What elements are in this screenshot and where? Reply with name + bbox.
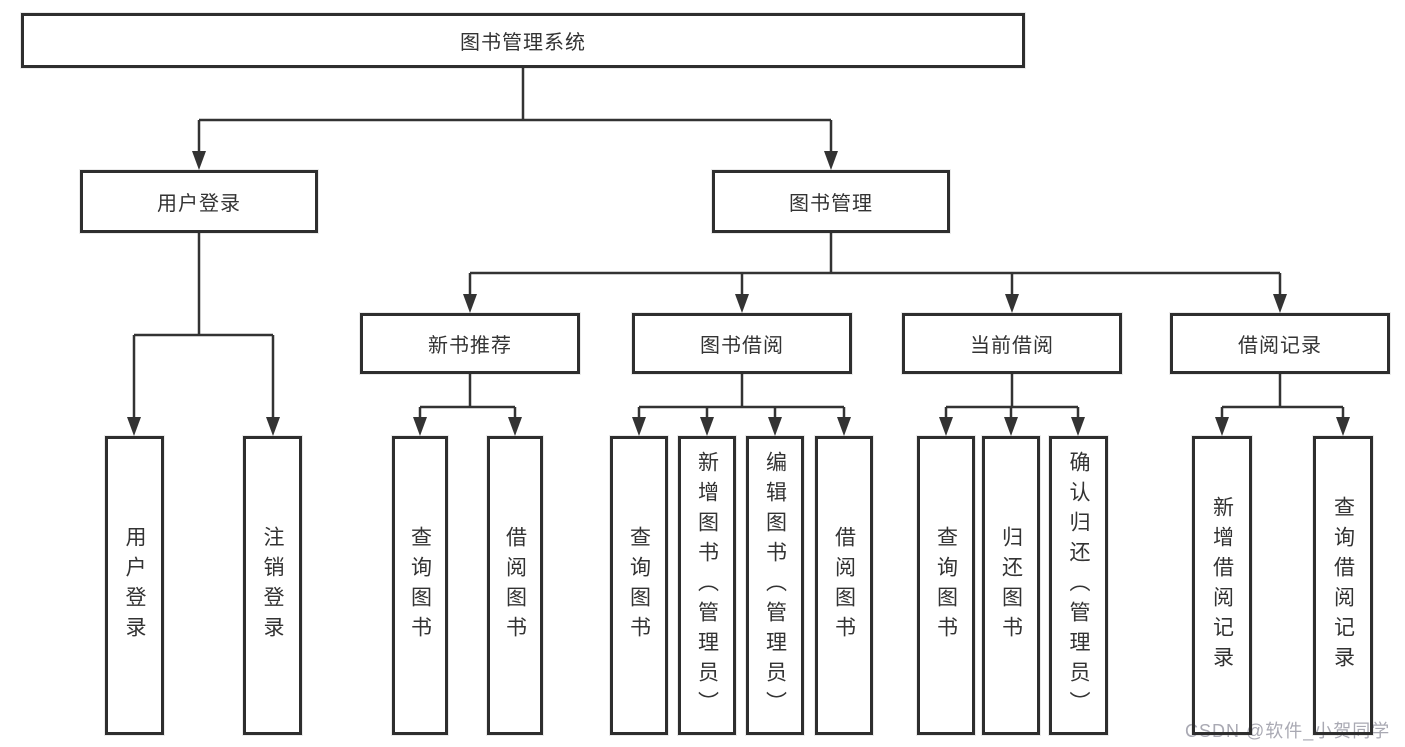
leaf-return-book: 归还图书 — [982, 436, 1040, 735]
leaf-logout: 注销登录 — [243, 436, 302, 735]
node-current-borrow-label: 当前借阅 — [970, 335, 1054, 357]
leaf-add-book-admin: 新增图书（管理员） — [678, 436, 736, 735]
leaf-add-book-admin-label: 新增图书（管理员） — [695, 450, 719, 721]
node-current-borrow: 当前借阅 — [902, 313, 1122, 374]
node-borrow-records: 借阅记录 — [1170, 313, 1390, 374]
leaf-query-books-2-label: 查询图书 — [627, 525, 651, 646]
leaf-return-book-label: 归还图书 — [999, 525, 1023, 646]
node-new-book-recommend: 新书推荐 — [360, 313, 580, 374]
node-user-login-branch: 用户登录 — [80, 170, 318, 233]
leaf-confirm-return-admin-label: 确认归还（管理员） — [1067, 450, 1090, 721]
leaf-user-login: 用户登录 — [105, 436, 164, 735]
leaf-edit-book-admin: 编辑图书（管理员） — [746, 436, 804, 735]
node-user-login-branch-label: 用户登录 — [157, 193, 241, 215]
leaf-add-borrow-record: 新增借阅记录 — [1192, 436, 1252, 735]
node-book-management-branch: 图书管理 — [712, 170, 950, 233]
leaf-query-books-1: 查询图书 — [392, 436, 448, 735]
leaf-query-books-2: 查询图书 — [610, 436, 668, 735]
csdn-watermark: CSDN @软件_小贺同学 — [1185, 721, 1391, 741]
leaf-query-books-3-label: 查询图书 — [934, 525, 958, 646]
node-root-label: 图书管理系统 — [460, 32, 586, 54]
leaf-borrow-books-1-label: 借阅图书 — [503, 525, 527, 646]
node-book-management-branch-label: 图书管理 — [789, 193, 873, 215]
leaf-edit-book-admin-label: 编辑图书（管理员） — [763, 450, 787, 721]
node-book-borrow-label: 图书借阅 — [700, 335, 784, 357]
node-root: 图书管理系统 — [21, 13, 1025, 68]
leaf-query-borrow-record: 查询借阅记录 — [1313, 436, 1373, 735]
leaf-borrow-books-2: 借阅图书 — [815, 436, 873, 735]
leaf-add-borrow-record-label: 新增借阅记录 — [1210, 495, 1234, 676]
leaf-query-books-1-label: 查询图书 — [408, 525, 432, 646]
node-new-book-recommend-label: 新书推荐 — [428, 335, 512, 357]
node-borrow-records-label: 借阅记录 — [1238, 335, 1322, 357]
leaf-query-books-3: 查询图书 — [917, 436, 975, 735]
arrowheads — [127, 151, 1350, 436]
leaf-query-borrow-record-label: 查询借阅记录 — [1331, 495, 1355, 676]
leaf-borrow-books-1: 借阅图书 — [487, 436, 543, 735]
leaf-logout-label: 注销登录 — [261, 525, 284, 646]
leaf-borrow-books-2-label: 借阅图书 — [832, 525, 856, 646]
leaf-user-login-label: 用户登录 — [123, 525, 146, 646]
node-book-borrow: 图书借阅 — [632, 313, 852, 374]
leaf-confirm-return-admin: 确认归还（管理员） — [1049, 436, 1108, 735]
